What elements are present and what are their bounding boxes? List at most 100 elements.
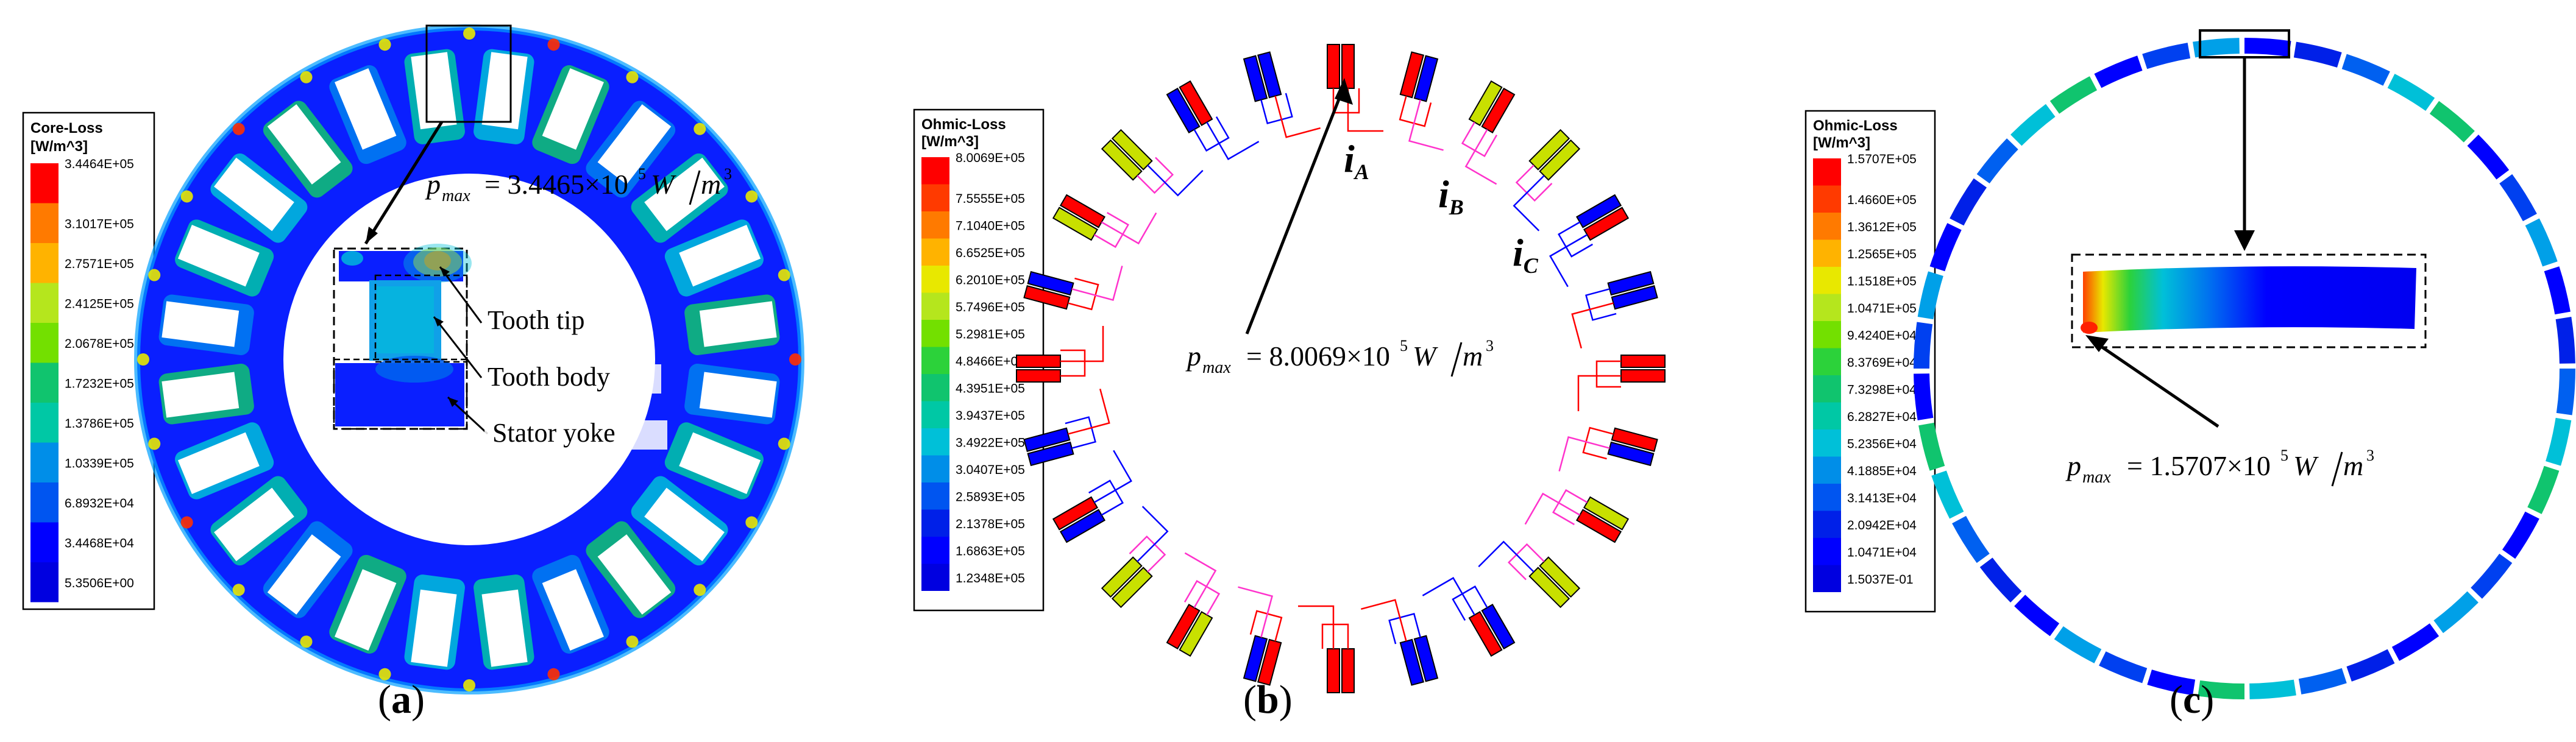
legend-swatch	[1813, 511, 1841, 538]
svg-text:5: 5	[2280, 447, 2288, 464]
legend-swatch	[30, 323, 59, 363]
stator-core-loss-map	[134, 24, 804, 694]
legend-a-unit: [W/m^3]	[30, 138, 88, 155]
legend-swatch	[30, 163, 59, 203]
legend-swatch	[921, 211, 949, 239]
end-winding	[1321, 623, 1349, 649]
legend-swatch	[30, 362, 59, 403]
legend-swatch	[921, 455, 949, 482]
end-winding	[1193, 116, 1230, 152]
magnet-segment	[1914, 373, 1934, 420]
stator-slot	[161, 372, 240, 418]
svg-text:m: m	[1463, 341, 1483, 372]
legend-swatch	[1813, 321, 1841, 348]
magnet-segment	[2346, 649, 2395, 682]
legend-swatch	[1813, 402, 1841, 429]
svg-text:= 8.0069×10: = 8.0069×10	[1246, 341, 1390, 372]
magnet-segment	[1918, 422, 1945, 471]
legend-value: 6.2827E+04	[1847, 410, 1917, 424]
legend-value: 6.2010E+05	[956, 273, 1025, 287]
magnet-segment	[1929, 223, 1962, 272]
legend-swatch	[921, 428, 949, 456]
legend-value: 3.4464E+05	[65, 157, 134, 171]
stator-slot	[542, 569, 604, 651]
legend-swatch	[1813, 375, 1841, 403]
end-winding	[1260, 93, 1293, 124]
legend-value: 5.7496E+05	[956, 300, 1025, 314]
caption-b: (b)	[1243, 677, 1293, 722]
legend-value: 1.1518E+05	[1847, 274, 1917, 288]
legend-a-values: 3.4464E+053.1017E+052.7571E+052.4125E+05…	[65, 157, 134, 590]
legend-b-unit: [W/m^3]	[921, 133, 979, 150]
end-winding	[1332, 88, 1360, 114]
legend-value: 1.5037E-01	[1847, 573, 1914, 587]
legend-value: 4.1885E+04	[1847, 464, 1917, 478]
magnet-segment	[1931, 470, 1964, 519]
stator-slot	[267, 104, 341, 185]
stator-slot	[699, 301, 777, 347]
magnet-segment	[2094, 55, 2143, 88]
label-tooth-tip: Tooth tip	[488, 305, 584, 335]
legend-swatch	[30, 562, 59, 602]
legend-value: 2.0678E+05	[65, 337, 134, 351]
legend-value: 1.2348E+05	[956, 571, 1025, 585]
magnet-segment	[2391, 623, 2439, 661]
end-winding	[1094, 211, 1129, 249]
magnet-segment	[2502, 511, 2539, 559]
stator-slot	[267, 534, 341, 615]
legend-value: 3.4922E+05	[956, 436, 1025, 450]
coil-side	[1166, 87, 1201, 133]
inset-a	[333, 244, 472, 430]
magnet-segment	[2471, 553, 2513, 599]
coil-side	[1016, 369, 1061, 383]
coil-side	[1399, 638, 1424, 686]
legend-value: 5.2356E+04	[1847, 437, 1917, 451]
annotation-arrows-a	[433, 266, 489, 435]
magnet-segment	[2544, 266, 2571, 315]
inset-c-frame	[2071, 253, 2427, 348]
coil-side	[1327, 648, 1340, 693]
legend-swatch	[1813, 456, 1841, 484]
legend-swatch	[1813, 538, 1841, 565]
legend-b-values: 8.0069E+057.5555E+057.1040E+056.6525E+05…	[956, 151, 1025, 585]
legend-b-title: Ohmic-Loss	[921, 116, 1006, 133]
coil-side	[1023, 427, 1071, 452]
legend-swatch	[1813, 565, 1841, 592]
coil-side	[1166, 604, 1201, 650]
coil-side	[1243, 55, 1268, 102]
legend-c-title: Ohmic-Loss	[1813, 118, 1898, 134]
end-winding	[1508, 543, 1545, 581]
legend-value: 2.4125E+05	[65, 297, 134, 311]
legend-swatch	[30, 442, 59, 482]
inset-c	[2071, 253, 2427, 348]
svg-text:W: W	[651, 169, 676, 200]
legend-swatch	[921, 347, 949, 374]
legend-value: 7.5555E+05	[956, 192, 1025, 206]
leader-arrow-b	[1245, 85, 1346, 334]
legend-value: 3.9437E+05	[956, 409, 1025, 423]
stator-slot	[335, 68, 397, 150]
magnet-segment	[2293, 41, 2342, 68]
magnet-segment	[1976, 138, 2018, 184]
legend-value: 1.0339E+05	[65, 456, 134, 470]
legend-value: 1.2565E+05	[1847, 247, 1917, 261]
end-winding	[1137, 157, 1174, 194]
coil-side	[1052, 207, 1098, 241]
stator-slot	[161, 301, 240, 347]
highlight-box-a	[425, 24, 512, 123]
stator-slot	[542, 68, 604, 150]
caption-a: (a)	[378, 677, 425, 722]
legend-swatch	[921, 564, 949, 591]
caption-c: (c)	[2170, 677, 2214, 722]
magnet-segment	[2249, 679, 2296, 699]
svg-text:max: max	[1202, 358, 1231, 377]
end-winding	[1461, 122, 1498, 157]
legend-value: 1.6863E+05	[956, 544, 1025, 558]
end-winding	[1552, 489, 1588, 526]
legend-swatch	[1813, 213, 1841, 240]
legend-swatch	[921, 401, 949, 428]
phase-label-a: iA	[1344, 137, 1369, 184]
leader-arrow-a	[364, 121, 444, 245]
legend-swatch	[921, 374, 949, 401]
